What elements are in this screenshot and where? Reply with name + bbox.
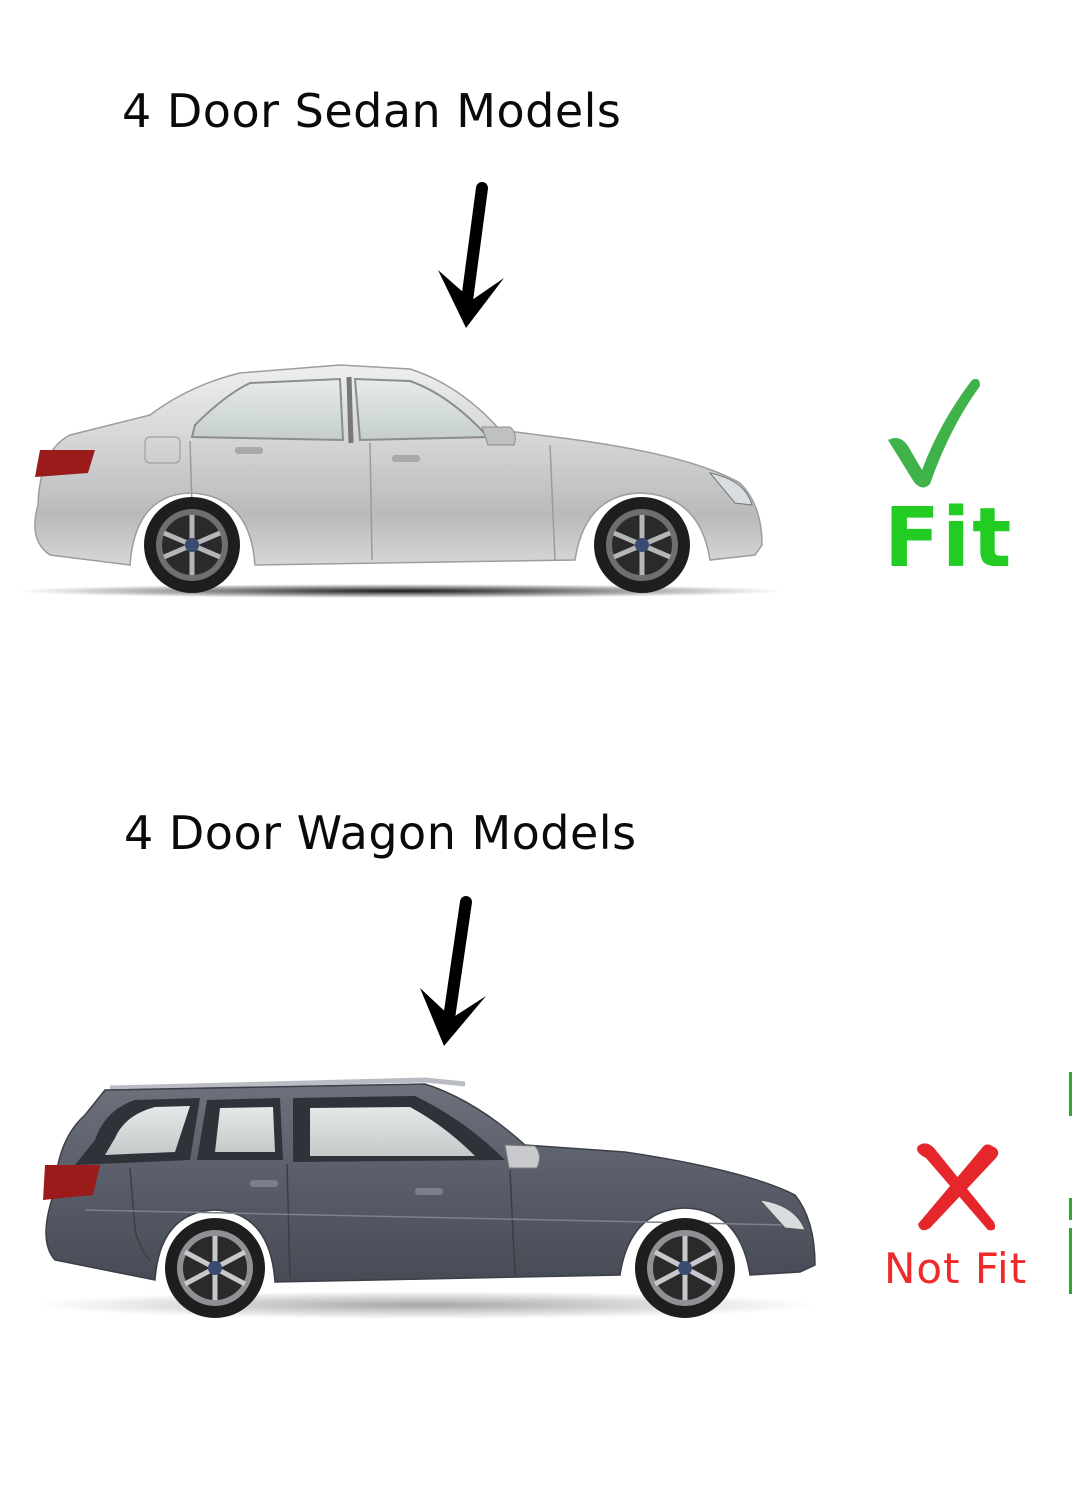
front-wheel (635, 1218, 735, 1318)
checkmark-icon (888, 378, 980, 488)
cross-icon (917, 1143, 999, 1231)
sedan-heading: 4 Door Sedan Models (122, 84, 622, 138)
sedan-car-image (15, 364, 785, 598)
down-arrow-icon (420, 896, 486, 1046)
front-wheel (594, 497, 690, 593)
edge-artifact-bar (1069, 1228, 1072, 1294)
wagon-heading: 4 Door Wagon Models (124, 806, 637, 860)
not-fit-label: Not Fit (884, 1244, 1028, 1293)
rear-wheel (165, 1218, 265, 1318)
wagon-car-image (35, 1077, 816, 1319)
rear-wheel (144, 497, 240, 593)
edge-artifact-bar (1069, 1072, 1072, 1116)
down-arrow-icon (438, 182, 504, 328)
fit-label: Fit (884, 491, 1014, 586)
edge-artifact-bar (1069, 1198, 1072, 1220)
